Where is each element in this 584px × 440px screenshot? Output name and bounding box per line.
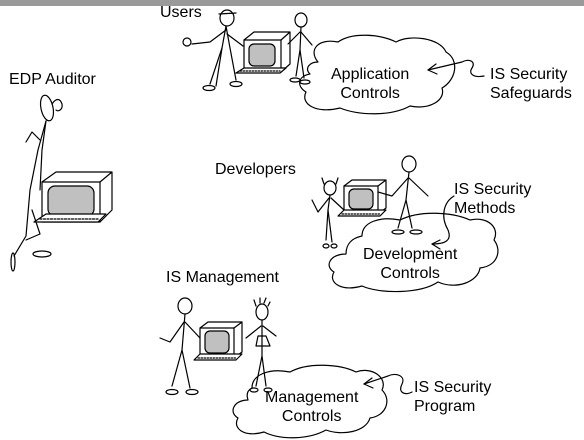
developers-role-label: Developers — [215, 161, 296, 178]
methods-arrowhead — [431, 239, 441, 250]
developers-figure-right — [377, 155, 429, 235]
management-controls-label: Management Controls — [265, 388, 358, 426]
users-role-label: Users — [160, 4, 202, 21]
edp-auditor-computer — [33, 171, 113, 223]
developers-figure-left — [311, 177, 345, 249]
development-controls-label: Development Controls — [363, 245, 457, 283]
program-connector — [363, 373, 413, 395]
is-security-methods-label: IS Security Methods — [454, 180, 531, 218]
management-controls-line-1: Management — [265, 389, 359, 406]
program-arrowhead — [363, 377, 374, 389]
application-controls-cloud — [299, 34, 456, 115]
users-computer — [235, 31, 291, 74]
development-controls-cloud — [328, 212, 499, 293]
top-rule — [0, 0, 584, 6]
management-computer — [193, 321, 243, 361]
edp-auditor-role-label: EDP Auditor — [9, 71, 96, 88]
management-controls-line-2: Controls — [281, 408, 342, 425]
methods-line-1: IS Security — [454, 181, 532, 198]
users-figure-right — [287, 12, 313, 85]
management-figure-right — [245, 297, 277, 393]
users-figure-left — [182, 9, 244, 92]
application-controls-line-1: Application — [331, 66, 410, 83]
safeguards-line-1: IS Security — [490, 66, 568, 83]
is-security-safeguards-label: IS Security Safeguards — [490, 65, 572, 103]
management-controls-cloud — [232, 364, 388, 439]
safeguards-line-2: Safeguards — [490, 85, 572, 102]
developers-computer — [337, 179, 387, 217]
safeguards-arrowhead — [427, 63, 438, 75]
application-controls-label: Application Controls — [331, 65, 409, 103]
is-management-role-label: IS Management — [166, 269, 279, 286]
methods-connector — [431, 195, 455, 245]
program-line-1: IS Security — [414, 379, 492, 396]
methods-line-2: Methods — [454, 200, 516, 217]
development-controls-line-2: Controls — [380, 265, 440, 282]
application-controls-line-2: Controls — [340, 85, 400, 102]
is-security-program-label: IS Security Program — [414, 378, 491, 416]
management-figure-left — [159, 297, 201, 396]
development-controls-line-1: Development — [363, 246, 458, 263]
edp-auditor-figure — [10, 94, 63, 272]
program-line-2: Program — [414, 398, 476, 415]
safeguards-connector — [427, 59, 485, 78]
